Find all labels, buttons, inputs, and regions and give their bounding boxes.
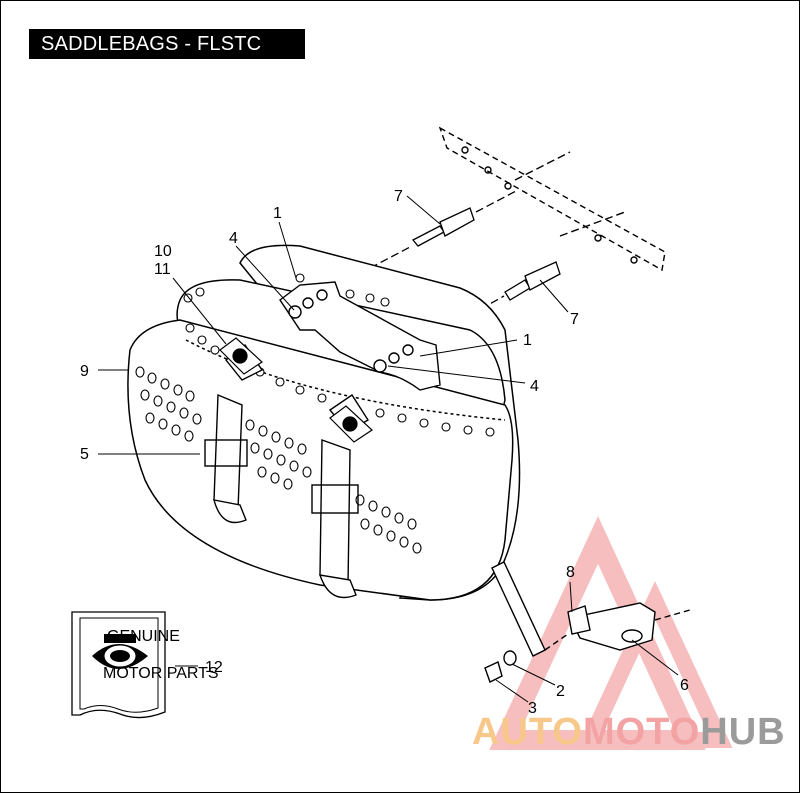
callout-4-left: 4 [229, 230, 238, 247]
callout-10: 10 [154, 243, 172, 260]
watermark-text: AUTOMOTOHUB [472, 711, 786, 753]
callout-7-top: 7 [394, 188, 403, 205]
callout-2: 2 [556, 683, 565, 700]
callout-11: 11 [154, 261, 171, 278]
callout-8: 8 [566, 564, 575, 581]
face-perforations [135, 366, 422, 554]
stud-top [369, 189, 519, 269]
callout-12: 12 [205, 659, 223, 676]
leader-lines [98, 195, 679, 703]
watermark-auto: AUTO [472, 711, 583, 753]
callout-9: 9 [80, 363, 89, 380]
callout-5: 5 [80, 446, 89, 463]
watermark-hub: HUB [700, 711, 785, 753]
concho-left [219, 337, 263, 375]
lower-bracket [484, 561, 691, 683]
callout-6: 6 [680, 677, 689, 694]
callout-3: 3 [528, 700, 537, 717]
callout-1-top: 1 [273, 205, 282, 222]
callout-4-right: 4 [530, 378, 539, 395]
diagram-title: SADDLEBAGS - FLSTC [29, 29, 305, 59]
genuine-parts-kit [71, 611, 166, 719]
watermark-moto: MOTO [583, 711, 700, 753]
mounting-rail [438, 126, 666, 272]
stud-bottom [469, 261, 561, 316]
kit-motor-parts-text: MOTOR PARTS [103, 665, 219, 682]
kit-genuine-text: GENUINE [107, 628, 180, 645]
callout-1-right: 1 [523, 332, 532, 349]
concho-right [329, 405, 373, 443]
mounting-bracket [279, 281, 441, 391]
callout-7-bottom: 7 [570, 311, 579, 328]
